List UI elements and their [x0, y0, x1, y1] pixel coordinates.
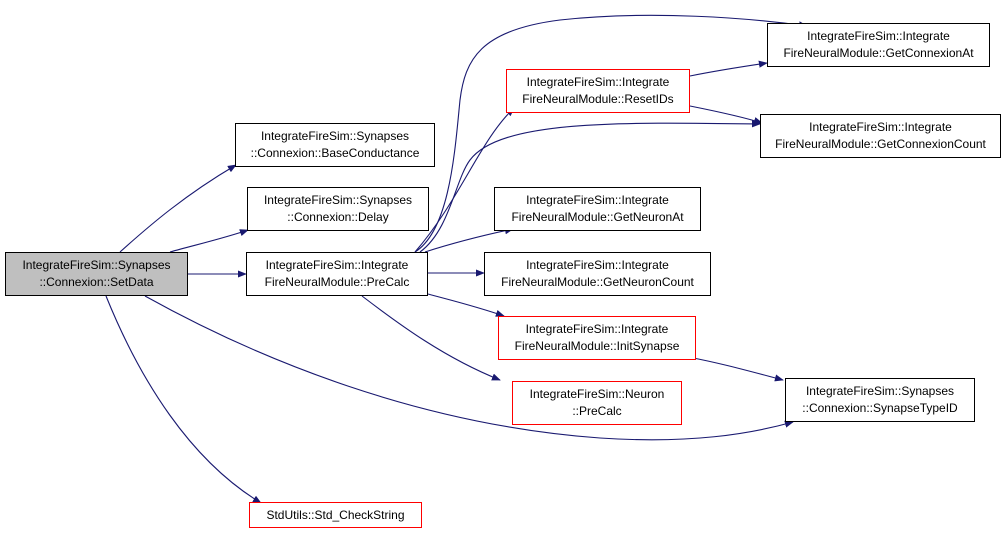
edge-precalc-getneuronat: [424, 227, 514, 253]
node-synapse-type-id-line1: IntegrateFireSim::Synapses: [805, 384, 955, 398]
node-delay-line1: IntegrateFireSim::Synapses: [263, 193, 413, 207]
node-init-synapse-line2: FireNeuralModule::InitSynapse: [514, 339, 680, 353]
node-reset-ids-line1: IntegrateFireSim::Integrate: [526, 75, 670, 89]
node-init-synapse-line1: IntegrateFireSim::Integrate: [525, 322, 669, 336]
node-get-connexion-at-line1: IntegrateFireSim::Integrate: [807, 29, 950, 43]
edge-precalc-neuronprecalc: [361, 295, 501, 381]
node-base-conductance-line2: ::Connexion::BaseConductance: [250, 146, 420, 160]
node-get-connexion-count-line1: IntegrateFireSim::Integrate: [809, 120, 952, 134]
edge-setdata-baseconductance: [119, 164, 237, 253]
edge-precalc-resetids: [414, 107, 515, 253]
edge-setdata-checkstring: [105, 295, 262, 504]
node-neuron-pre-calc-line1: IntegrateFireSim::Neuron: [529, 387, 665, 401]
edge-precalc-getconnexionat: [414, 14, 808, 253]
node-get-neuron-count[interactable]: IntegrateFireSim::Integrate FireNeuralMo…: [484, 252, 711, 296]
node-get-neuron-at-line2: FireNeuralModule::GetNeuronAt: [511, 210, 684, 224]
edge-initsynapse-synapsetypeid: [687, 356, 784, 382]
edge-precalc-initsynapse: [427, 293, 505, 317]
edge-resetids-getconnexionat: [689, 60, 768, 77]
node-get-neuron-at[interactable]: IntegrateFireSim::Integrate FireNeuralMo…: [494, 187, 701, 231]
node-get-neuron-count-line2: FireNeuralModule::GetNeuronCount: [501, 275, 694, 289]
node-reset-ids[interactable]: IntegrateFireSim::Integrate FireNeuralMo…: [506, 69, 690, 113]
node-neuron-pre-calc[interactable]: IntegrateFireSim::Neuron ::PreCalc: [512, 381, 682, 425]
node-get-neuron-at-line1: IntegrateFireSim::Integrate: [526, 193, 669, 207]
node-get-connexion-at-line2: FireNeuralModule::GetConnexionAt: [783, 46, 974, 60]
node-init-synapse[interactable]: IntegrateFireSim::Integrate FireNeuralMo…: [498, 316, 696, 360]
node-check-string[interactable]: StdUtils::Std_CheckString: [249, 502, 422, 528]
edge-precalc-getconnexioncount: [419, 120, 761, 253]
node-get-neuron-count-line1: IntegrateFireSim::Integrate: [526, 258, 669, 272]
node-get-connexion-count-line2: FireNeuralModule::GetConnexionCount: [775, 137, 986, 151]
edge-setdata-delay: [169, 229, 249, 253]
node-get-connexion-count[interactable]: IntegrateFireSim::Integrate FireNeuralMo…: [760, 114, 1001, 158]
node-neuron-pre-calc-line2: ::PreCalc: [572, 404, 622, 418]
node-delay[interactable]: IntegrateFireSim::Synapses ::Connexion::…: [247, 187, 429, 231]
edge-resetids-getconnexioncount: [689, 105, 763, 124]
node-set-data-line2: ::Connexion::SetData: [39, 275, 154, 289]
node-set-data: IntegrateFireSim::Synapses ::Connexion::…: [5, 252, 188, 296]
node-base-conductance[interactable]: IntegrateFireSim::Synapses ::Connexion::…: [235, 123, 435, 167]
node-base-conductance-line1: IntegrateFireSim::Synapses: [260, 129, 410, 143]
node-reset-ids-line2: FireNeuralModule::ResetIDs: [522, 92, 674, 106]
node-synapse-type-id-line2: ::Connexion::SynapseTypeID: [802, 401, 958, 415]
node-check-string-line1: StdUtils::Std_CheckString: [266, 507, 405, 522]
node-delay-line2: ::Connexion::Delay: [287, 210, 389, 224]
node-synapse-type-id[interactable]: IntegrateFireSim::Synapses ::Connexion::…: [785, 378, 975, 422]
node-pre-calc-module-line2: FireNeuralModule::PreCalc: [264, 275, 410, 289]
node-get-connexion-at[interactable]: IntegrateFireSim::Integrate FireNeuralMo…: [767, 23, 990, 67]
node-set-data-line1: IntegrateFireSim::Synapses: [22, 258, 171, 272]
node-pre-calc-module-line1: IntegrateFireSim::Integrate: [265, 258, 409, 272]
edge-setdata-synapsetypeid: [144, 295, 794, 441]
node-pre-calc-module[interactable]: IntegrateFireSim::Integrate FireNeuralMo…: [246, 252, 428, 296]
